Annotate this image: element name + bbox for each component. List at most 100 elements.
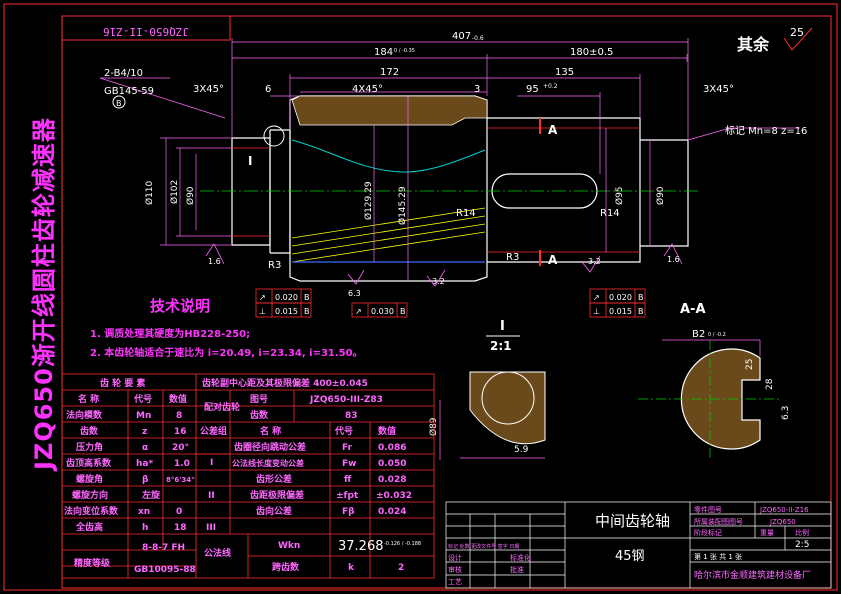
gear-table-header-right: 齿轮副中心距及其极限偏差 400±0.045 xyxy=(202,377,368,389)
tooth-profile-curve xyxy=(291,139,486,173)
left-row-4-code: ha* xyxy=(136,459,153,469)
rough-16-b: 1.6 xyxy=(667,255,680,264)
tol-2-sym: ⊥ xyxy=(259,307,266,316)
left-row-3-val: 20° xyxy=(172,443,189,453)
grade-3: III xyxy=(206,523,216,533)
detail-circle-marker xyxy=(263,125,285,147)
grade-2: II xyxy=(208,491,215,501)
tol-1-val: 0.020 xyxy=(275,293,298,302)
title-sheet: 第 1 张 共 1 张 xyxy=(694,552,742,561)
section-view-title: A-A xyxy=(680,302,706,317)
r3-right: R3 xyxy=(506,252,519,263)
left-row-4-name: 齿顶高系数 xyxy=(66,457,112,469)
tb-left-row-4: 标准化 xyxy=(510,553,531,562)
dim-3: 3 xyxy=(474,84,480,95)
section-view-key: 25 xyxy=(745,359,755,370)
tol-1-sym: ↗ xyxy=(259,293,266,302)
dim-chamfer-right: 3X45° xyxy=(703,84,734,95)
col-name: 名 称 xyxy=(78,393,99,405)
rough-32-b: 3.2 xyxy=(588,257,601,266)
outer-border xyxy=(3,3,838,591)
left-row-2-val: 16 xyxy=(174,427,187,437)
left-row-6-val: 左旋 xyxy=(141,489,161,501)
r3-left: R3 xyxy=(268,260,281,271)
r14-b: R14 xyxy=(600,208,620,219)
field-1-label: 零件图号 xyxy=(694,505,722,514)
left-row-3-name: 压力角 xyxy=(76,441,103,453)
left-row-6-name: 螺旋方向 xyxy=(72,489,108,501)
section-view-width-tol: 0 / -0.2 xyxy=(708,332,726,338)
section-view-drawing xyxy=(638,339,782,458)
tol-2-ref: B xyxy=(304,307,310,316)
center-hole-spec: 2-B4/10 xyxy=(104,68,143,79)
left-row-8-name: 全齿高 xyxy=(75,521,103,533)
tol-row-3-name: 齿形公差 xyxy=(256,473,292,485)
tol-row-2-name: 公法线长度变动公差 xyxy=(232,458,304,468)
tol-row-3-val: 0.028 xyxy=(378,475,406,485)
left-row-8-code: h xyxy=(142,523,148,533)
gear-table-header-left: 齿 轮 要 素 xyxy=(100,377,145,389)
dim-184: 184 xyxy=(374,47,393,58)
surface-finish-label: 其余 xyxy=(737,35,770,54)
tb-left-row-1: 设计 xyxy=(448,553,462,562)
dim-chamfer-mid: 4X45° xyxy=(352,84,383,95)
section-mark-bottom: A xyxy=(548,253,558,267)
tol-5-ref: B xyxy=(638,307,644,316)
rough-63: 6.3 xyxy=(348,289,361,298)
tol-header-code: 代号 xyxy=(334,425,353,437)
wkn-tol: -0.126 / -0.188 xyxy=(384,541,421,547)
tol-row-4-name: 齿距极限偏差 xyxy=(250,489,304,501)
dim-dia-102: Ø102 xyxy=(169,180,180,204)
r14-a: R14 xyxy=(456,208,476,219)
left-row-5-code: β xyxy=(142,475,149,485)
dim-dia-110: Ø110 xyxy=(144,180,155,205)
span-code: k xyxy=(348,563,355,573)
left-row-1-name: 法向模数 xyxy=(66,409,103,421)
dim-dia-90-right: Ø90 xyxy=(655,186,666,205)
tol-row-5-val: 0.024 xyxy=(378,507,406,517)
surface-finish-symbol xyxy=(783,27,813,51)
part-material: 45钢 xyxy=(615,549,645,564)
detail-view-title: I xyxy=(500,319,505,334)
dim-dia-129: Ø129.29 xyxy=(363,181,374,220)
wkn-val: 37.268 xyxy=(338,539,384,554)
wkn-group: 公法线 xyxy=(204,547,231,559)
tol-3-ref: B xyxy=(400,307,406,316)
tb-left-row-2: 审核 xyxy=(448,565,462,574)
surface-finish-value: 25 xyxy=(790,26,804,39)
drawing-number: JZQ650-II-Z16 xyxy=(103,25,189,38)
datum-b-marker xyxy=(112,95,126,109)
tech-note-1: 1. 调质处理其硬度为HB228-250; xyxy=(90,327,250,340)
left-row-1-val: 8 xyxy=(176,411,182,421)
accuracy-val: 8-8-7 FH xyxy=(142,543,185,553)
section-view-width: B2 xyxy=(692,329,705,340)
accuracy-std: GB10095-88 xyxy=(134,565,196,575)
tol-row-3-code: ff xyxy=(344,475,352,485)
tol-header-group: 公差组 xyxy=(200,425,227,437)
vertical-title: JZQ650渐开线圆柱齿轮减速器 xyxy=(30,117,58,472)
tol-header-value: 数值 xyxy=(378,425,396,437)
tol-row-1-val: 0.086 xyxy=(378,443,406,453)
pair-row-2-name: 齿数 xyxy=(250,409,269,421)
rough-16-a: 1.6 xyxy=(208,257,221,266)
field-2-label: 所属装配图图号 xyxy=(694,517,743,526)
detail-view-drawing xyxy=(439,371,546,460)
detail-label: I xyxy=(248,154,252,168)
grade-1: I xyxy=(210,458,213,468)
left-row-7-val: 0 xyxy=(176,507,182,517)
dim-dia-145: Ø145.29 xyxy=(397,186,408,225)
accuracy-label: 精度等级 xyxy=(74,557,111,569)
part-name: 中间齿轮轴 xyxy=(595,512,670,530)
tb-left-row-5: 批准 xyxy=(510,565,524,574)
gear-table-grid xyxy=(61,373,435,579)
pair-row-1-name: 图号 xyxy=(250,394,268,405)
left-row-2-code: z xyxy=(142,427,147,437)
stage-header-2: 重量 xyxy=(760,529,774,537)
pair-label: 配对齿轮 xyxy=(204,401,240,413)
left-row-1-code: Mn xyxy=(136,411,151,421)
span-val: 2 xyxy=(398,563,404,573)
dim-95: 95 xyxy=(526,84,539,95)
tol-4-ref: B xyxy=(638,293,644,302)
tech-notes-title: 技术说明 xyxy=(150,297,210,315)
center-hole-std: GB145-59 xyxy=(104,86,154,97)
